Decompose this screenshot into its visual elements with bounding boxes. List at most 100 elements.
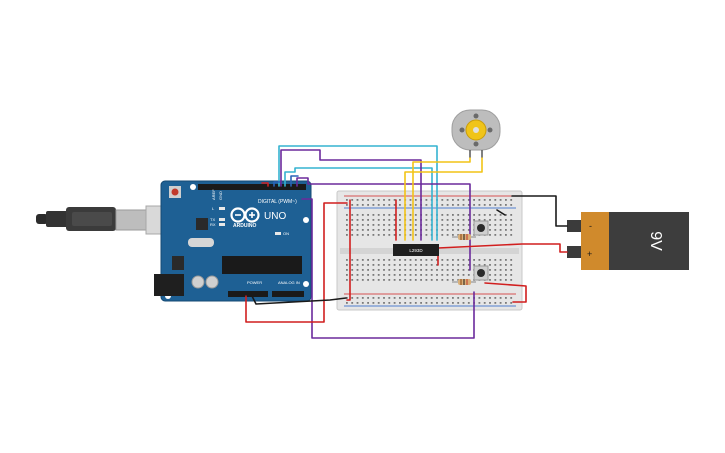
breadboard-hole <box>351 269 354 271</box>
breadboard-hole <box>399 234 401 236</box>
breadboard-hole <box>393 224 396 226</box>
breadboard-hole <box>356 234 359 236</box>
breadboard-hole <box>467 302 470 304</box>
usb-cable[interactable] <box>36 205 167 235</box>
breadboard-hole <box>346 204 348 206</box>
wire-blue-1 <box>273 181 281 187</box>
battery-cap <box>581 212 609 270</box>
breadboard-hole <box>404 269 407 271</box>
wire-black-3 <box>496 209 506 216</box>
breadboard-hole <box>457 259 460 261</box>
breadboard-hole <box>346 274 348 276</box>
breadboard-hole <box>367 219 369 221</box>
breadboard-hole <box>499 229 502 231</box>
digital-header[interactable] <box>198 184 306 190</box>
breadboard-hole <box>367 279 369 281</box>
breadboard-hole <box>494 269 497 271</box>
breadboard-hole <box>425 234 428 236</box>
power-jack[interactable] <box>154 274 184 296</box>
l293d-chip[interactable]: L293D <box>393 244 439 256</box>
breadboard-hole <box>414 279 417 281</box>
resistor-2 <box>452 279 476 285</box>
breadboard-hole <box>377 229 380 231</box>
breadboard-hole <box>414 259 417 261</box>
breadboard-hole <box>505 234 507 236</box>
power-header[interactable] <box>228 291 268 297</box>
breadboard-hole <box>420 279 422 281</box>
breadboard-hole <box>483 302 486 304</box>
breadboard-hole <box>409 234 412 236</box>
breadboard-hole <box>393 204 396 206</box>
breadboard-hole <box>425 229 428 231</box>
breadboard-hole <box>494 234 497 236</box>
breadboard-hole <box>499 234 502 236</box>
breadboard-hole <box>483 199 486 201</box>
breadboard-hole <box>399 219 401 221</box>
breadboard-hole <box>356 204 359 206</box>
breadboard-hole <box>425 302 428 304</box>
breadboard-hole <box>494 302 497 304</box>
breadboard-hole <box>409 229 412 231</box>
breadboard-hole <box>377 274 380 276</box>
breadboard-hole <box>489 229 491 231</box>
arduino-uno-board[interactable]: DIGITAL (PWM~) AREF GND L TX RX UNO ARDU… <box>154 180 312 302</box>
breadboard-hole <box>356 274 359 276</box>
breadboard-hole <box>367 214 369 216</box>
breadboard-hole <box>399 269 401 271</box>
breadboard-hole <box>452 219 454 221</box>
wire-black-2 <box>511 195 568 227</box>
breadboard-hole <box>489 297 491 299</box>
breadboard-hole <box>409 199 412 201</box>
breadboard-hole <box>446 219 449 221</box>
breadboard-hole <box>351 234 354 236</box>
breadboard-hole <box>372 274 375 276</box>
crystal <box>188 238 214 247</box>
wire-purple-3 <box>301 198 475 339</box>
push-button-1[interactable] <box>473 220 489 236</box>
breadboard-hole <box>457 269 460 271</box>
battery-9v[interactable]: 9V - + <box>567 212 689 270</box>
breadboard-hole <box>414 214 417 216</box>
breadboard-hole <box>462 224 465 226</box>
breadboard-hole <box>452 264 454 266</box>
breadboard-hole <box>399 297 401 299</box>
breadboard-hole <box>446 204 449 206</box>
breadboard-hole <box>430 279 433 281</box>
breadboard-hole <box>351 199 354 201</box>
breadboard-hole <box>367 234 369 236</box>
breadboard-hole <box>457 234 460 236</box>
power-label: POWER <box>247 280 262 285</box>
dc-motor[interactable] <box>451 109 501 158</box>
breadboard-hole <box>409 204 412 206</box>
breadboard-hole <box>478 204 481 206</box>
breadboard-hole <box>414 269 417 271</box>
breadboard-hole <box>377 199 380 201</box>
breadboard-hole <box>409 224 412 226</box>
breadboard-hole <box>367 264 369 266</box>
breadboard-hole <box>409 259 412 261</box>
wire-red-6 <box>484 282 527 303</box>
breadboard-hole <box>399 264 401 266</box>
breadboard-hole <box>446 229 449 231</box>
breadboard-hole <box>489 259 491 261</box>
breadboard-hole <box>399 224 401 226</box>
breadboard-hole <box>404 302 407 304</box>
breadboard-hole <box>388 234 391 236</box>
breadboard-hole <box>430 264 433 266</box>
breadboard-hole <box>462 204 465 206</box>
analog-header[interactable] <box>272 291 304 297</box>
breadboard-hole <box>383 224 385 226</box>
push-button-2[interactable] <box>473 265 489 281</box>
breadboard-hole <box>377 259 380 261</box>
breadboard-hole <box>346 214 348 216</box>
breadboard-hole <box>499 279 502 281</box>
breadboard-hole <box>494 204 497 206</box>
breadboard-hole <box>356 229 359 231</box>
breadboard-hole <box>478 302 481 304</box>
breadboard-hole <box>462 264 465 266</box>
breadboard-hole <box>425 214 428 216</box>
breadboard-hole <box>457 302 460 304</box>
breadboard-hole <box>383 274 385 276</box>
breadboard-hole <box>351 302 354 304</box>
usb-chip <box>196 218 208 230</box>
